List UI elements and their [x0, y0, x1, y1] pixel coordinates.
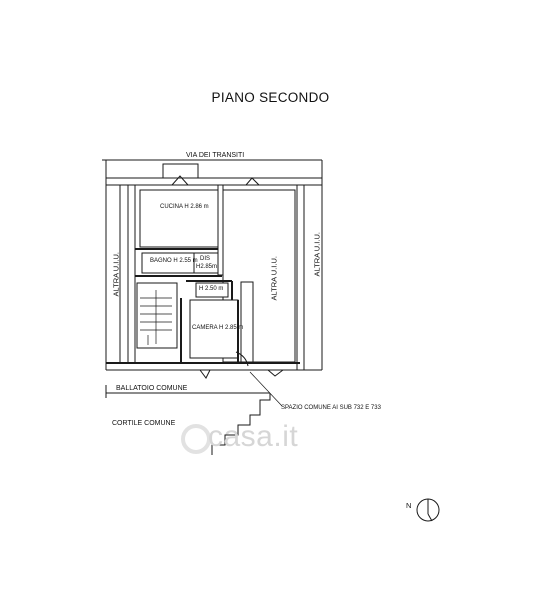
east-wall: [296, 184, 305, 371]
center-unit-label: ALTRA U.I.U.: [269, 256, 279, 301]
kitchen-label: CUCINA H 2.86 m: [160, 204, 209, 210]
stairs-icon: [136, 282, 178, 349]
common-space-label: SPAZIO COMUNE AI SUB 732 E 733: [281, 405, 381, 411]
dis-height-label: H2.85m: [196, 264, 218, 270]
north-wall: [105, 177, 323, 186]
small-room-label: H 2.50 m: [199, 286, 224, 292]
dis-label: DIS: [200, 256, 211, 262]
dis-room: [193, 252, 219, 274]
bathroom-label: BAGNO H 2.55 m: [150, 258, 198, 264]
watermark-text: casa.it: [208, 420, 299, 453]
compass-icon: [416, 498, 440, 522]
right-unit-label: ALTRA U.I.U.: [312, 232, 322, 277]
plan-title: PIANO SECONDO: [211, 90, 330, 105]
bedroom-room: [189, 299, 239, 359]
watermark-logo-icon: [181, 424, 211, 454]
small-room: [195, 282, 229, 298]
north-label: N: [406, 501, 412, 510]
left-unit-label: ALTRA U.I.U.: [111, 252, 121, 297]
balcony-label: BALLATOIO COMUNE: [116, 385, 188, 392]
street-label: VIA DEI TRANSITI: [186, 152, 245, 159]
bedroom-label: CAMERA H 2.85 m: [192, 325, 244, 331]
west-wall: [127, 184, 136, 364]
courtyard-label: CORTILE COMUNE: [112, 420, 176, 427]
kitchen-room: [139, 189, 219, 248]
